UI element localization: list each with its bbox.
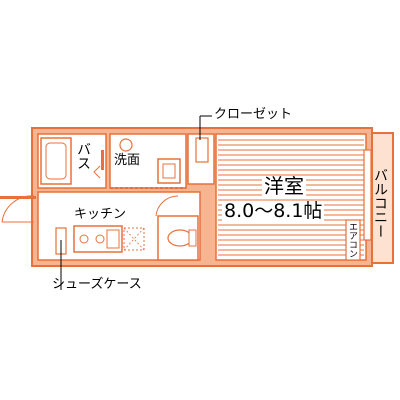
air-conditioner-label: エアコン [347, 222, 357, 258]
closet-door-icon [195, 137, 209, 163]
bath-label: バス [75, 142, 91, 170]
shoe-case-label: シューズケース [52, 277, 142, 292]
air-conditioner-icon [345, 219, 361, 261]
fridge-space-cross-icon [123, 227, 145, 251]
kitchen-label: キッチン [74, 207, 127, 222]
fridge-space-icon [123, 227, 145, 251]
washroom-label: 洗面 [114, 153, 141, 168]
western-room-label: 洋室 [262, 174, 306, 198]
closet-label: クローゼット [214, 107, 293, 122]
washing-machine-drain-icon [162, 163, 176, 179]
bath-door-icon [101, 150, 104, 170]
entry-door-swing-icon [1, 195, 35, 223]
flooring-lines [218, 139, 364, 256]
stove-burner-icon [95, 234, 105, 244]
toilet-door-swing-icon [155, 195, 179, 217]
stove-burner-icon [79, 234, 89, 244]
toilet-icon [119, 138, 133, 152]
toilet-tank-icon [188, 229, 197, 247]
balcony-window-icon [363, 149, 372, 241]
bathtub-inner-icon [45, 142, 67, 180]
sink-icon [106, 229, 120, 249]
balcony-label: バルコニー [372, 168, 388, 238]
bath-door-swing-icon [93, 165, 101, 179]
toilet-bowl-icon [167, 229, 193, 247]
entry-door-icon [0, 196, 36, 199]
western-room-size-label: 8.0～8.1帖 [222, 200, 325, 222]
fridge-space-cross-icon [123, 227, 145, 251]
